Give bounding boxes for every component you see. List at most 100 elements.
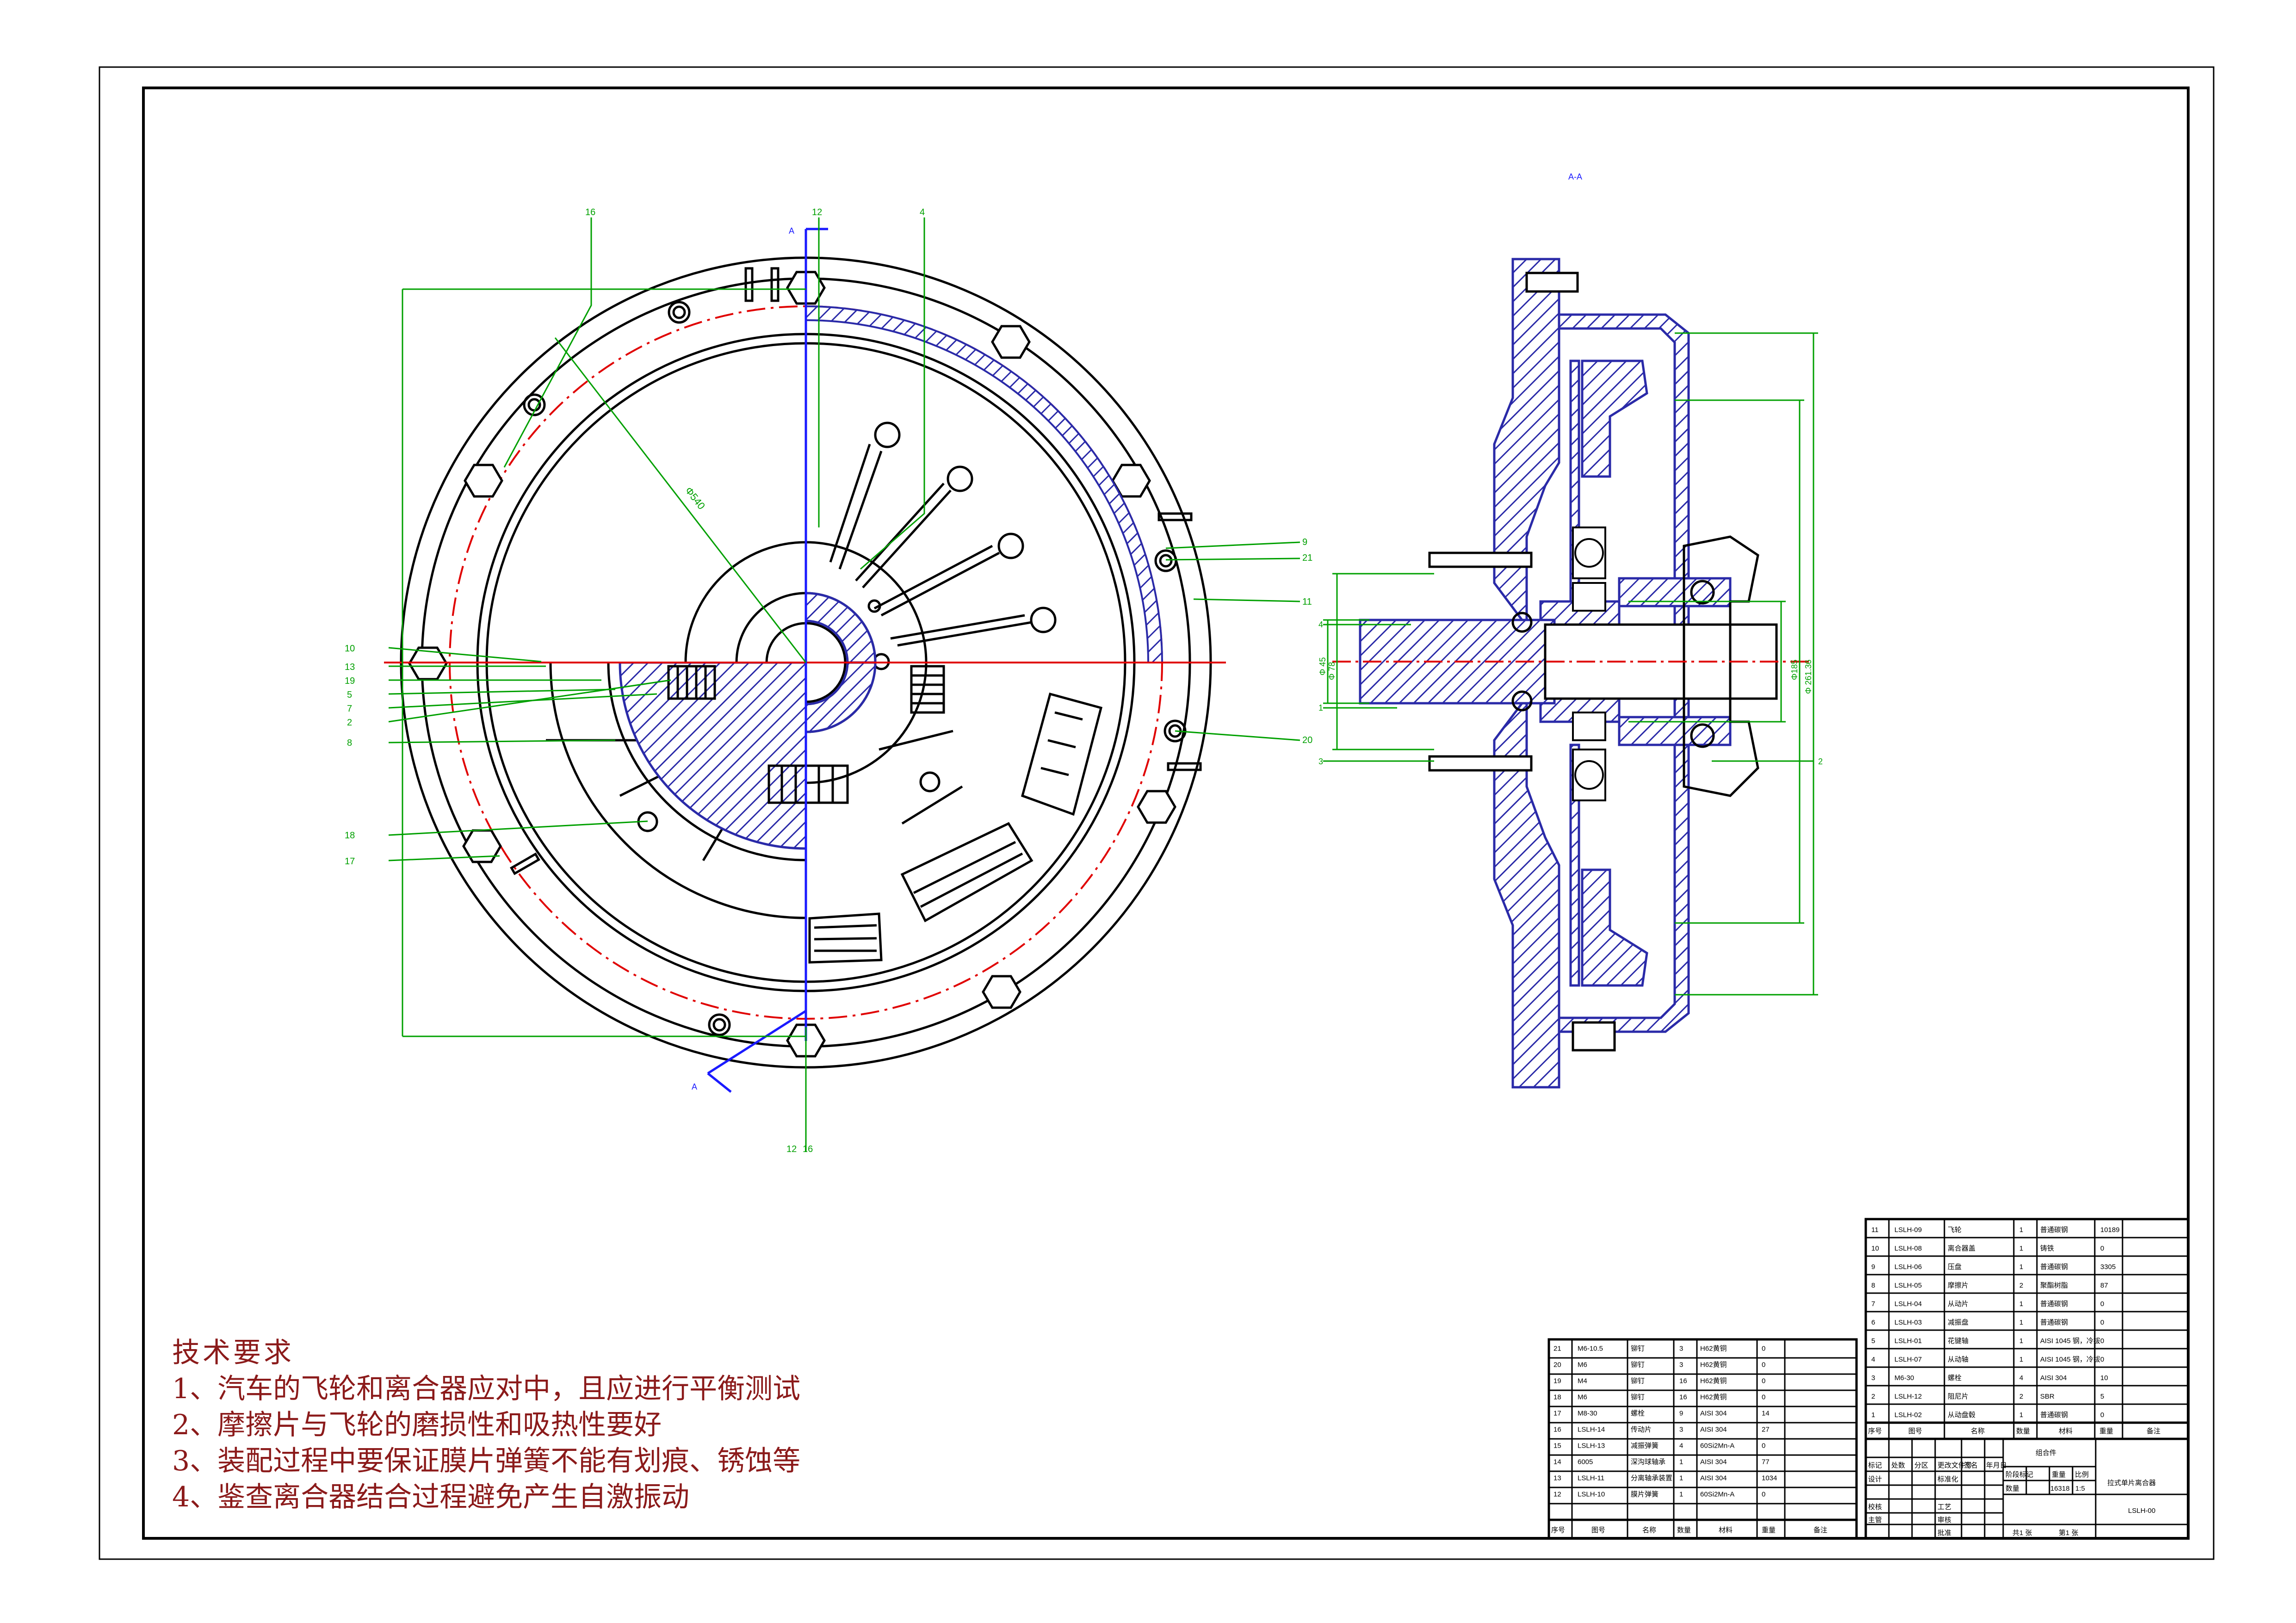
bom-cell: LSLH-04	[1894, 1300, 1922, 1308]
side-balloon-3: 3	[1318, 757, 1323, 766]
bom-cell: 9	[1679, 1410, 1683, 1418]
bom-cell: 减振弹簧	[1631, 1442, 1659, 1450]
bom-cell: 铆钉	[1631, 1377, 1645, 1385]
bom-cell: M8-30	[1578, 1410, 1597, 1418]
bom-cell: AISI 1045 钢，冷拔	[2040, 1356, 2100, 1363]
bom-cell: 1	[2019, 1226, 2023, 1234]
bom-cell: 深沟球轴承	[1631, 1458, 1665, 1466]
bom-cell: 普通碳钢	[2040, 1300, 2068, 1308]
balloon-2: 2	[347, 718, 352, 728]
bom-cell: LSLH-03	[1894, 1319, 1922, 1326]
role-design: 设计	[1868, 1475, 1882, 1483]
bom-cell: 8	[1871, 1282, 1875, 1289]
bom-cell: 从动片	[1948, 1300, 1968, 1308]
bom-cell: H62黄铜	[1700, 1345, 1727, 1353]
balloon-17: 17	[345, 856, 355, 867]
weight-label: 重量	[2052, 1471, 2066, 1479]
bom-cell: 19	[1553, 1377, 1561, 1385]
bom-cell: 1	[2019, 1356, 2023, 1363]
bom-r-header-name: 名称	[1971, 1427, 1985, 1435]
bom-cell: 4	[1679, 1442, 1683, 1450]
balloon-19: 19	[345, 676, 355, 686]
bom-cell: M4	[1578, 1377, 1587, 1385]
tech-requirements-title: 技术要求	[172, 1337, 294, 1369]
balloon-10: 10	[345, 644, 355, 654]
bom-header-remark: 备注	[1813, 1526, 1827, 1534]
bom-r-header-code: 图号	[1908, 1427, 1922, 1435]
bom-cell: LSLH-14	[1578, 1426, 1605, 1434]
bom-cell: 铆钉	[1631, 1361, 1645, 1369]
bom-cell: 16	[1679, 1377, 1687, 1385]
role-check: 校核	[1868, 1503, 1882, 1511]
bom-cell: 0	[1762, 1394, 1765, 1401]
bom-cell: LSLH-11	[1578, 1474, 1604, 1482]
tech-requirement-3: 3、装配过程中要保证膜片弹簧不能有划痕、锈蚀等	[172, 1445, 801, 1477]
role-process: 工艺	[1937, 1503, 1951, 1511]
bom-cell: M6	[1578, 1394, 1587, 1401]
bom-cell: 2	[2019, 1393, 2023, 1400]
bom-cell: 离合器盖	[1948, 1245, 1975, 1252]
bom-cell: LSLH-06	[1894, 1263, 1922, 1271]
bom-cell: H62黄铜	[1700, 1377, 1727, 1385]
bom-cell: 3	[1679, 1361, 1683, 1369]
bom-cell: 0	[1762, 1345, 1765, 1353]
bom-r-header-remark: 备注	[2147, 1427, 2160, 1435]
bom-cell: 16	[1679, 1394, 1687, 1401]
bom-cell: LSLH-02	[1894, 1411, 1922, 1419]
leader-lines	[388, 217, 1300, 1152]
pressure-plate	[1581, 359, 1648, 478]
bom-cell: 87	[2100, 1282, 2108, 1289]
rev-doc: 更改文件号	[1937, 1462, 1972, 1469]
balloon-5: 5	[347, 690, 352, 700]
side-balloon-2: 2	[1818, 757, 1823, 766]
bom-cell: 1	[2019, 1263, 2023, 1271]
side-balloon-4: 4	[1318, 620, 1323, 629]
bom-cell: 6005	[1578, 1458, 1593, 1466]
drawing-no: LSLH-00	[2128, 1507, 2155, 1515]
bom-cell: AISI 304	[1700, 1458, 1727, 1466]
bom-cell: 10189	[2100, 1226, 2120, 1234]
bom-cell: 16	[1553, 1426, 1561, 1434]
bom-cell: 0	[1762, 1442, 1765, 1450]
scale-label: 比例	[2075, 1471, 2089, 1479]
bom-cell: AISI 304	[1700, 1426, 1727, 1434]
balloon-12-bottom: 12	[786, 1144, 797, 1154]
bom-cell: 螺栓	[1631, 1410, 1645, 1418]
bom-cell: 1	[2019, 1319, 2023, 1326]
tech-requirement-4: 4、鉴查离合器结合过程避免产生自激振动	[172, 1481, 690, 1513]
bom-header-qty: 数量	[1677, 1526, 1691, 1534]
bom-cell: 60Si2Mn-A	[1700, 1442, 1734, 1450]
bom-cell: 摩擦片	[1948, 1281, 1968, 1289]
bom-header-material: 材料	[1719, 1526, 1733, 1534]
bom-cell: 10	[2100, 1374, 2108, 1382]
bom-cell: 飞轮	[1948, 1226, 1962, 1234]
bom-cell: 7	[1871, 1300, 1875, 1308]
balloon-12-top: 12	[812, 207, 822, 217]
bom-cell: 普通碳钢	[2040, 1226, 2068, 1234]
bom-cell: 13	[1553, 1474, 1561, 1482]
bom-cell: 压盘	[1948, 1263, 1962, 1271]
role-review: 审核	[1937, 1516, 1951, 1524]
bom-cell: 5	[1871, 1337, 1875, 1345]
bom-cell: 18	[1553, 1394, 1561, 1401]
bom-header-code: 图号	[1591, 1526, 1605, 1534]
inner-border	[142, 87, 2190, 1540]
section-cut-bottom	[707, 1072, 732, 1093]
bom-right-header: 序号 图号 名称 数量 材料 重量 备注	[1868, 1427, 2160, 1435]
role-standard: 标准化	[1937, 1475, 1958, 1483]
bom-cell: 3305	[2100, 1263, 2116, 1271]
bom-cell: 0	[1762, 1377, 1765, 1385]
balloon-13: 13	[345, 662, 355, 672]
bom-cell: LSLH-05	[1894, 1282, 1922, 1289]
bom-cell: 1	[2019, 1300, 2023, 1308]
section-title: A-A	[1568, 172, 1582, 181]
damper-springs	[667, 665, 945, 804]
title-block-grid	[1864, 1437, 2190, 1540]
bom-cell: 5	[2100, 1393, 2104, 1400]
bom-cell: 聚酯树脂	[2040, 1282, 2068, 1289]
bom-cell: 21	[1553, 1345, 1561, 1353]
hex-bolts	[408, 271, 1176, 1058]
view-marker-bottom: A	[692, 1082, 697, 1091]
tech-requirement-2: 2、摩擦片与飞轮的磨损性和吸热性要好	[172, 1409, 662, 1441]
